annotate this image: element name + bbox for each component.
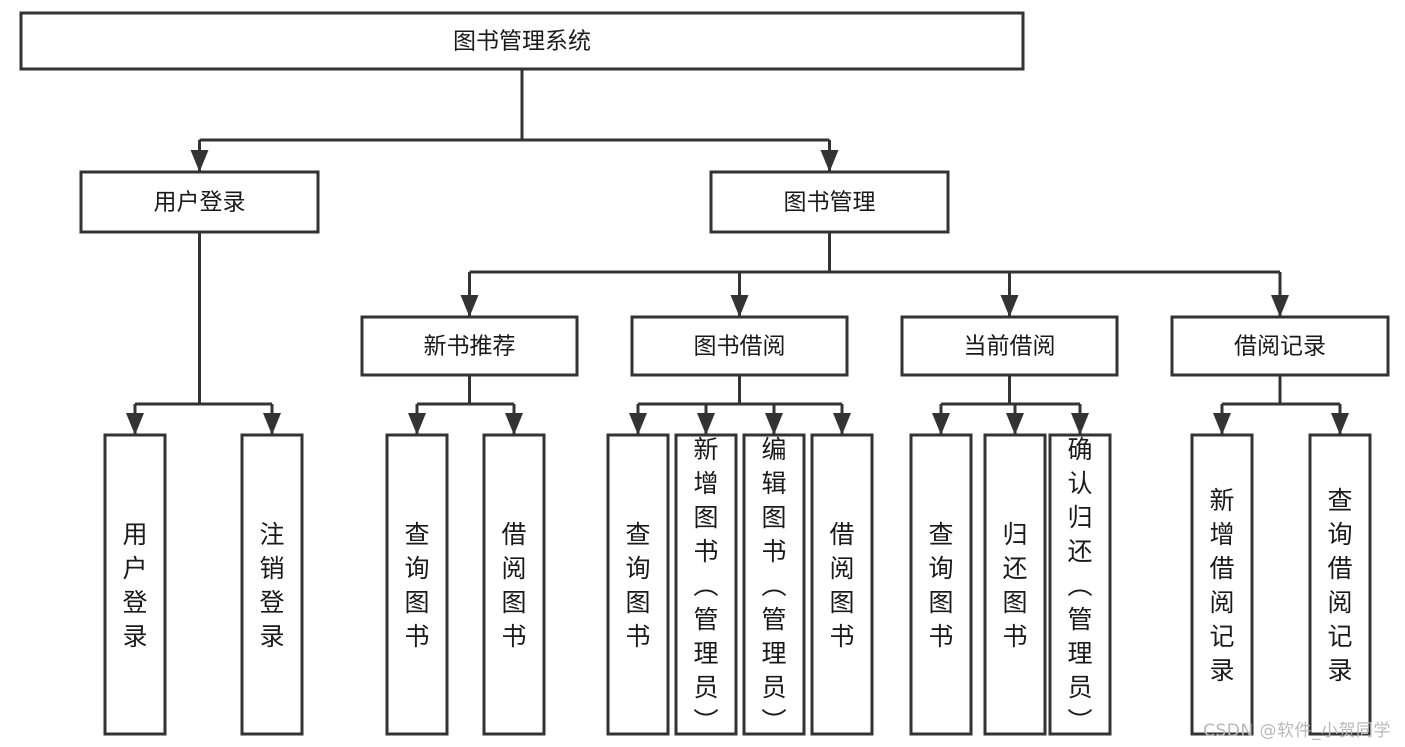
node-box[interactable] [742,433,806,736]
connector-edges-layer [126,69,1349,435]
node-new-book-recommend[interactable]: 新书推荐 [360,315,579,377]
node-label: 新增借阅记录 [1209,486,1234,685]
node-box[interactable] [909,433,973,736]
arrow-head-icon [765,413,783,435]
node-boxes-layer: 图书管理系统用户登录图书管理新书推荐图书借阅当前借阅借阅记录用户登录注销登录查询… [19,11,1390,736]
arrow-head-icon [1071,413,1089,435]
node-leaf-query-book-2[interactable]: 查询图书 [606,433,670,736]
node-label: 用户登录 [122,520,147,651]
arrow-head-icon [820,150,839,172]
node-box[interactable] [19,11,1025,71]
arrow-head-icon [408,413,426,435]
node-box[interactable] [900,315,1119,377]
arrow-head-icon [1000,295,1019,317]
node-box[interactable] [1308,433,1372,736]
node-leaf-edit-book[interactable]: 编辑图书︵管理员︶ [742,433,806,736]
arrow-head-icon [1213,413,1231,435]
node-label: 注销登录 [259,520,284,651]
arrow-head-icon [730,295,749,317]
arrow-head-icon [1006,413,1024,435]
node-label: 查询借阅记录 [1327,486,1352,685]
node-label: 用户登录 [154,190,246,216]
node-label: 新增图书︵管理员︶ [693,435,718,736]
node-book-borrow[interactable]: 图书借阅 [630,315,849,377]
node-label: 图书管理系统 [453,29,591,55]
node-label: 查询图书 [625,520,650,651]
arrow-head-icon [932,413,950,435]
node-user-login[interactable]: 用户登录 [79,170,320,234]
arrow-head-icon [629,413,647,435]
node-borrow-record[interactable]: 借阅记录 [1170,315,1390,377]
node-label: 借阅图书 [829,520,854,651]
node-box[interactable] [360,315,579,377]
node-box[interactable] [983,433,1047,736]
arrow-head-icon [833,413,851,435]
node-box[interactable] [630,315,849,377]
arrow-head-icon [1331,413,1349,435]
node-label: 借阅图书 [501,520,526,651]
node-box[interactable] [606,433,670,736]
node-leaf-borrow-book-2[interactable]: 借阅图书 [810,433,874,736]
node-root-root[interactable]: 图书管理系统 [19,11,1025,71]
node-label: 归还图书 [1002,520,1027,651]
node-box[interactable] [482,433,546,736]
node-book-manage[interactable]: 图书管理 [709,170,950,234]
arrow-head-icon [505,413,523,435]
node-leaf-user-login[interactable]: 用户登录 [103,433,167,736]
node-leaf-query-borrow-record[interactable]: 查询借阅记录 [1308,433,1372,736]
node-label: 确认归还︵管理员︶ [1067,435,1092,736]
node-leaf-add-book[interactable]: 新增图书︵管理员︶ [674,433,738,736]
arrow-head-icon [460,295,479,317]
node-box[interactable] [1170,315,1390,377]
node-leaf-confirm-return[interactable]: 确认归还︵管理员︶ [1048,433,1112,736]
node-box[interactable] [79,170,320,234]
node-label: 查询图书 [928,520,953,651]
node-leaf-query-book-1[interactable]: 查询图书 [385,433,449,736]
arrow-head-icon [263,413,281,435]
node-leaf-logout[interactable]: 注销登录 [240,433,304,736]
node-label: 借阅记录 [1234,334,1326,360]
node-label: 图书借阅 [694,334,786,360]
node-label: 新书推荐 [424,334,516,360]
node-label: 当前借阅 [964,334,1056,360]
node-box[interactable] [1048,433,1112,736]
arrow-head-icon [1271,295,1289,317]
node-box[interactable] [674,433,738,736]
node-leaf-add-borrow-record[interactable]: 新增借阅记录 [1190,433,1254,736]
node-box[interactable] [385,433,449,736]
node-box[interactable] [810,433,874,736]
node-leaf-borrow-book-1[interactable]: 借阅图书 [482,433,546,736]
node-box[interactable] [240,433,304,736]
node-box[interactable] [103,433,167,736]
node-leaf-query-book-3[interactable]: 查询图书 [909,433,973,736]
node-box[interactable] [709,170,950,234]
arrow-head-icon [697,413,715,435]
node-box[interactable] [1190,433,1254,736]
node-label: 编辑图书︵管理员︶ [761,435,786,736]
arrow-head-icon [126,413,144,435]
node-leaf-return-book[interactable]: 归还图书 [983,433,1047,736]
node-label: 图书管理 [784,190,876,216]
node-current-borrow[interactable]: 当前借阅 [900,315,1119,377]
node-label: 查询图书 [404,520,429,651]
arrow-head-icon [190,150,209,172]
